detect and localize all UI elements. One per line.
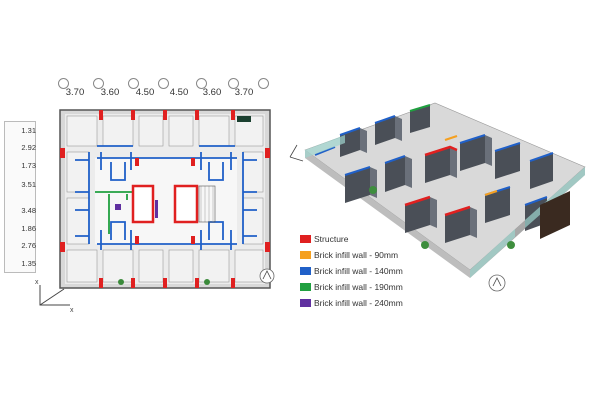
grid-bubble [128,78,139,89]
top-dimension-4: 4.50 [169,87,189,98]
left-dimension-1: 1.31 [21,126,36,135]
legend-swatch [300,235,311,243]
left-dimension-7: 2.76 [21,241,36,250]
top-dimension-5: 3.60 [202,87,222,98]
left-dimension-4: 3.51 [21,180,36,189]
top-dimension-3: 4.50 [135,87,155,98]
isometric-3d-view [289,102,586,292]
grid-bubble [58,78,69,89]
legend-label: Brick infill wall - 140mm [314,266,403,276]
legend-swatch [300,283,311,291]
left-dimension-3: 1.73 [21,161,36,170]
floor-plan: 3.70 3.60 4.50 4.50 3.60 3.70 1.31 2.92 … [0,70,300,320]
top-dimension-2: 3.60 [100,87,120,98]
grid-bubble [196,78,207,89]
svg-text:x: x [70,307,74,314]
plan-drawing [59,109,275,289]
top-dimension-1: 3.70 [65,87,85,98]
legend-label: Brick infill wall - 240mm [314,298,403,308]
legend-item-brick-190: Brick infill wall - 190mm [300,281,403,293]
legend-item-brick-240: Brick infill wall - 240mm [300,297,403,309]
grid-bubble [158,78,169,89]
left-dimension-8: 1.35 [21,259,36,268]
axis-marker-icon: x x [35,279,74,314]
top-dimension-6: 3.70 [234,87,254,98]
svg-text:x: x [35,279,39,286]
left-dimension-bar [4,121,36,273]
legend-swatch [300,267,311,275]
grid-bubble [228,78,239,89]
legend-label: Structure [314,234,349,244]
legend-label: Brick infill wall - 190mm [314,282,403,292]
legend-item-brick-90: Brick infill wall - 90mm [300,249,398,261]
grid-bubble [93,78,104,89]
legend-swatch [300,251,311,259]
left-dimension-2: 2.92 [21,143,36,152]
legend-label: Brick infill wall - 90mm [314,250,399,260]
grid-bubble [258,78,269,89]
left-dimension-5: 3.48 [21,206,36,215]
left-dimension-6: 1.86 [21,224,36,233]
legend-item-structure: Structure [300,233,349,245]
legend-item-brick-140: Brick infill wall - 140mm [300,265,403,277]
legend-swatch [300,299,311,307]
